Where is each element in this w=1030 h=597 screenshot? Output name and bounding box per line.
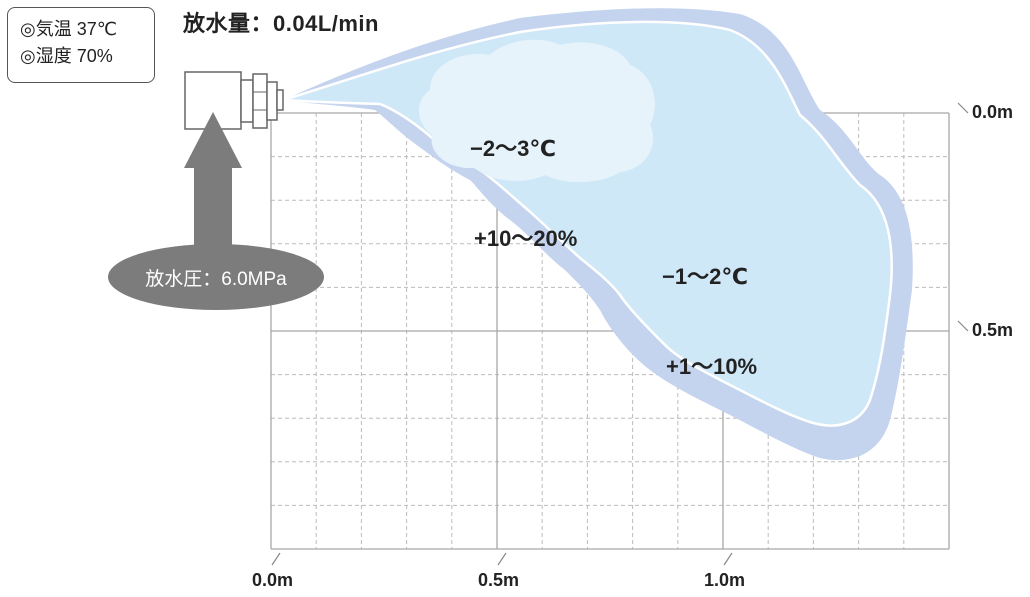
y-tick-label: 0.0m — [972, 102, 1014, 122]
pressure-bubble — [108, 244, 324, 310]
temperature-label: ◎気温 37℃ — [20, 19, 117, 39]
inner-zone-humidity: +10～20% — [474, 226, 578, 251]
inner-zone-temp: −2～3℃ — [470, 136, 556, 161]
pressure-arrow-icon — [184, 112, 242, 250]
x-tick-label: 0.0m — [252, 570, 294, 590]
pressure-label: 放水圧：6.0MPa — [145, 268, 287, 290]
humidity-label: ◎湿度 70% — [20, 46, 113, 66]
conditions-box: ◎気温 37℃ ◎湿度 70% — [7, 7, 155, 83]
outer-zone-temp: −1～2℃ — [662, 264, 748, 289]
outer-zone-humidity: +1～10% — [666, 354, 758, 379]
x-tick-label: 1.0m — [704, 570, 746, 590]
flow-rate-label: 放水量：0.04L/min — [183, 11, 379, 36]
y-tick-label: 0.5m — [972, 320, 1014, 340]
nozzle — [184, 71, 284, 130]
x-tick-label: 0.5m — [478, 570, 520, 590]
inner-spray-zone — [418, 39, 655, 183]
inner-zone-text: −2～3℃ +10～20% — [470, 74, 577, 284]
axis-ticks — [271, 102, 969, 566]
outer-zone-text: −1～2℃ +1～10% — [662, 202, 757, 412]
